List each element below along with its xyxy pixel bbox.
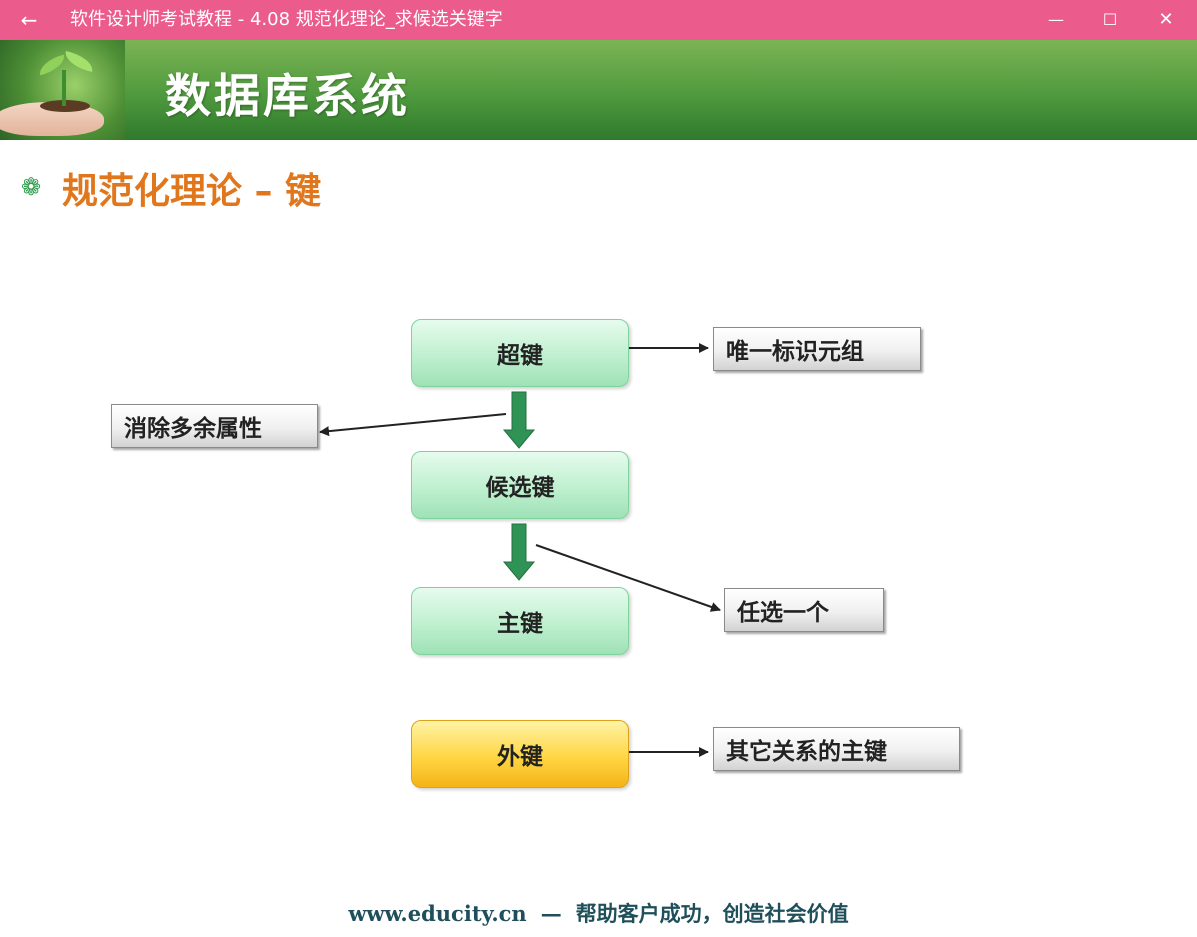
section-title: 规范化理论 – 键 — [62, 171, 322, 212]
note-remove-redundant-text: 消除多余属性 — [124, 416, 262, 442]
close-button[interactable]: ✕ — [1158, 9, 1174, 30]
note-choose-one: 任选一个 — [724, 588, 884, 632]
window-title: 软件设计师考试教程 - 4.08 规范化理论_求候选关键字 — [70, 9, 503, 30]
slide-footer: www.educity.cn — 帮助客户成功，创造社会价值 — [0, 898, 1197, 928]
note-unique-tuple: 唯一标识元组 — [713, 327, 921, 371]
super-key-label: 超键 — [497, 343, 543, 369]
sprout-stem-shape — [62, 70, 66, 106]
arrow-to-choose-one — [535, 544, 721, 612]
arrow-to-remove-redundant — [319, 413, 507, 437]
note-other-relation-pk-text: 其它关系的主键 — [726, 739, 887, 765]
video-viewport[interactable]: 数据库系统 ❁ 规范化理论 – 键 超键 候选键 主键 外键 唯一标识元组 — [0, 40, 1197, 937]
window-titlebar: ← 软件设计师考试教程 - 4.08 规范化理论_求候选关键字 — ☐ ✕ — [0, 0, 1197, 40]
note-other-relation-pk: 其它关系的主键 — [713, 727, 960, 771]
back-arrow-icon[interactable]: ← — [20, 8, 38, 32]
maximize-button[interactable]: ☐ — [1102, 10, 1118, 29]
down-arrow-candidate-to-primary — [502, 523, 536, 581]
footer-dash: — — [540, 901, 562, 926]
primary-key-label: 主键 — [497, 611, 543, 637]
minimize-button[interactable]: — — [1048, 10, 1064, 29]
note-remove-redundant: 消除多余属性 — [111, 404, 318, 448]
note-choose-one-text: 任选一个 — [737, 600, 829, 626]
note-unique-tuple-text: 唯一标识元组 — [726, 339, 864, 365]
seedling-in-hand-image — [0, 40, 125, 140]
slide-header-title: 数据库系统 — [165, 69, 410, 123]
flower-bullet-icon: ❁ — [20, 173, 42, 201]
candidate-key-node: 候选键 — [411, 451, 629, 519]
foreign-key-node: 外键 — [411, 720, 629, 788]
footer-slogan: 帮助客户成功，创造社会价值 — [575, 901, 849, 926]
diagram-arrows — [319, 343, 721, 757]
soil-shape — [40, 100, 90, 112]
candidate-key-label: 候选键 — [485, 475, 555, 501]
foreign-key-label: 外键 — [497, 744, 543, 770]
super-key-node: 超键 — [411, 319, 629, 387]
slide-header-banner: 数据库系统 — [0, 40, 1197, 140]
primary-key-node: 主键 — [411, 587, 629, 655]
down-arrow-superkey-to-candidate — [502, 391, 536, 449]
footer-site: www.educity.cn — [348, 901, 527, 926]
